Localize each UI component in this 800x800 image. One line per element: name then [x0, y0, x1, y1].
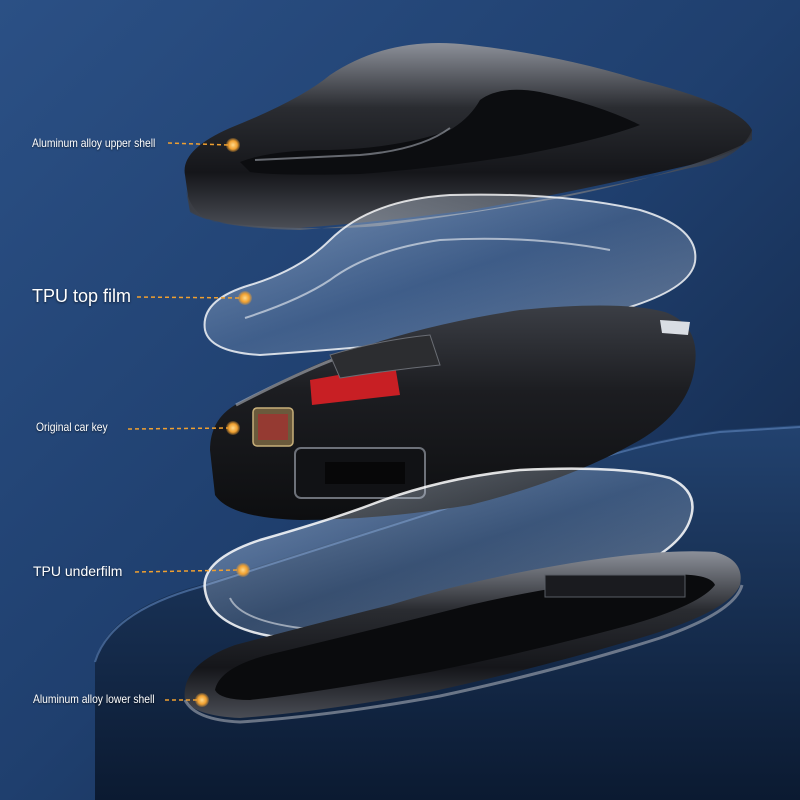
car-key-marker-dot — [226, 421, 240, 435]
callout-markers — [127, 138, 252, 707]
car-key-label: Original car key — [36, 420, 108, 434]
top-film-marker-dot — [238, 291, 252, 305]
upper-shell-marker-dot — [226, 138, 240, 152]
underfilm-label: TPU underfilm — [33, 563, 123, 579]
car-key-part — [210, 305, 696, 520]
upper-shell-label: Aluminum alloy upper shell — [32, 136, 156, 150]
underfilm-marker-dot — [236, 563, 250, 577]
lower-shell-label: Aluminum alloy lower shell — [33, 692, 155, 706]
upper-shell-part — [184, 43, 752, 230]
lower-shell-marker-dot — [195, 693, 209, 707]
top-film-label: TPU top film — [32, 286, 132, 306]
lower-shell-part — [183, 551, 744, 724]
